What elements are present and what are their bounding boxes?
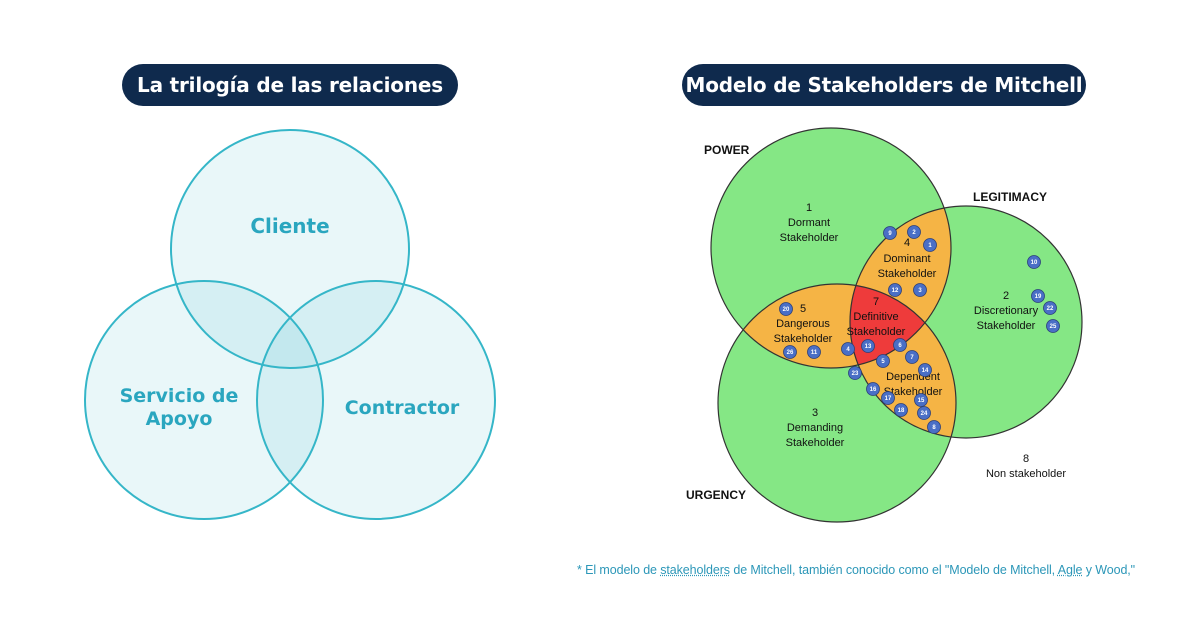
stakeholder-dot-label-16: 16 — [870, 387, 877, 393]
stakeholder-dot-12 — [888, 283, 902, 297]
stakeholder-dot-label-13: 13 — [865, 344, 872, 350]
stakeholder-dot-label-22: 22 — [1047, 306, 1054, 312]
region-2-line1: Discretionary — [974, 305, 1039, 317]
label-servicio-line1: Servicio de — [120, 385, 239, 407]
stakeholder-dot-label-14: 14 — [922, 368, 929, 374]
stakeholder-dot-label-11: 11 — [811, 350, 818, 356]
stakeholder-dot-2 — [907, 225, 921, 239]
stakeholder-dot-label-3: 3 — [918, 288, 922, 294]
legitimacy-outline — [849, 205, 1083, 439]
stakeholder-dot-4 — [841, 342, 855, 356]
region-2-number: 2 — [1003, 290, 1009, 302]
region-3-line1: Demanding — [787, 422, 843, 434]
region-2-line2: Stakeholder — [977, 320, 1036, 332]
label-cliente: Cliente — [250, 214, 329, 238]
stakeholder-dot-6 — [893, 338, 907, 352]
region-5-line2: Stakeholder — [774, 333, 833, 345]
region-1-line2: Stakeholder — [780, 232, 839, 244]
venn-circle-contractor — [256, 280, 496, 520]
stakeholder-dot-label-25: 25 — [1050, 324, 1057, 330]
stakeholder-dot-label-17: 17 — [885, 396, 892, 402]
stakeholder-dot-5 — [876, 354, 890, 368]
stakeholder-dot-label-19: 19 — [1035, 294, 1042, 300]
stakeholder-dot-18 — [894, 403, 908, 417]
stakeholder-dot-label-8: 8 — [932, 425, 936, 431]
mitchell-venn: POWER LEGITIMACY URGENCY 1 Dormant Stake… — [686, 127, 1083, 523]
stakeholder-dot-label-10: 10 — [1031, 260, 1038, 266]
left-title: La trilogía de las relaciones — [122, 64, 458, 106]
label-contractor: Contractor — [345, 397, 460, 419]
stakeholder-dot-23 — [848, 366, 862, 380]
axis-power: POWER — [704, 143, 750, 157]
stakeholder-dot-label-26: 26 — [787, 350, 794, 356]
stakeholder-dot-label-4: 4 — [846, 347, 850, 353]
stakeholder-dot-label-7: 7 — [910, 355, 914, 361]
stakeholder-dot-label-24: 24 — [921, 411, 928, 417]
stakeholder-dot-label-12: 12 — [892, 288, 899, 294]
power-outline — [710, 127, 952, 369]
label-servicio-line2: Apoyo — [146, 408, 213, 430]
axis-urgency: URGENCY — [686, 488, 746, 502]
stakeholder-dot-label-6: 6 — [898, 343, 902, 349]
urgency-outline — [717, 283, 957, 523]
region-5-line1: Dangerous — [776, 318, 830, 330]
stakeholder-dot-label-2: 2 — [912, 230, 916, 236]
region-5-number: 5 — [800, 303, 806, 315]
stakeholder-dot-1 — [923, 238, 937, 252]
region-3-line2: Stakeholder — [786, 437, 845, 449]
stakeholder-dot-9 — [883, 226, 897, 240]
stakeholder-dot-label-15: 15 — [918, 398, 925, 404]
region-3-number: 3 — [812, 407, 818, 419]
footnote: * El modelo de stakeholders de Mitchell,… — [577, 563, 1136, 577]
stakeholder-dot-label-18: 18 — [898, 408, 905, 414]
region-1-number: 1 — [806, 202, 812, 214]
stakeholder-dot-label-1: 1 — [928, 243, 932, 249]
stakeholder-dot-7 — [905, 350, 919, 364]
venn-circle-cliente — [170, 129, 410, 369]
stakeholder-dot-14 — [918, 363, 932, 377]
stakeholder-dot-16 — [866, 382, 880, 396]
stakeholder-dot-20 — [779, 302, 793, 316]
stakeholder-dot-15 — [914, 393, 928, 407]
stakeholder-dot-24 — [917, 406, 931, 420]
region-4-line2: Stakeholder — [878, 268, 937, 280]
stakeholder-dot-label-20: 20 — [783, 307, 790, 313]
stakeholder-dot-label-9: 9 — [888, 231, 892, 237]
region-8-number: 8 — [1023, 453, 1029, 465]
stakeholder-dot-22 — [1043, 301, 1057, 315]
region-7-line1: Definitive — [853, 311, 898, 323]
trilogy-venn: Cliente Servicio de Apoyo Contractor — [84, 129, 496, 520]
region-6-line1: Dependent — [886, 371, 940, 383]
stakeholder-dot-11 — [807, 345, 821, 359]
region-4-number: 4 — [904, 237, 910, 249]
region-6-line2: Stakeholder — [884, 386, 943, 398]
venn-circle-servicio — [84, 280, 324, 520]
stakeholder-dot-26 — [783, 345, 797, 359]
stakeholder-dot-19 — [1031, 289, 1045, 303]
stakeholder-dot-label-5: 5 — [881, 359, 885, 365]
right-title: Modelo de Stakeholders de Mitchell — [682, 64, 1086, 106]
stakeholder-dot-8 — [927, 420, 941, 434]
stakeholder-dot-3 — [913, 283, 927, 297]
stakeholder-dot-25 — [1046, 319, 1060, 333]
axis-legitimacy: LEGITIMACY — [973, 190, 1047, 204]
overlap-power-legitimacy — [850, 206, 951, 368]
stakeholder-dot-13 — [861, 339, 875, 353]
stakeholder-dot-17 — [881, 391, 895, 405]
region-8-line1: Non stakeholder — [986, 468, 1066, 480]
stakeholder-dot-10 — [1027, 255, 1041, 269]
stakeholder-dot-label-23: 23 — [852, 371, 859, 377]
region-7-line2: Stakeholder — [847, 326, 906, 338]
region-7-number: 7 — [873, 296, 879, 308]
region-1-line1: Dormant — [788, 217, 830, 229]
region-4-line1: Dominant — [883, 253, 930, 265]
